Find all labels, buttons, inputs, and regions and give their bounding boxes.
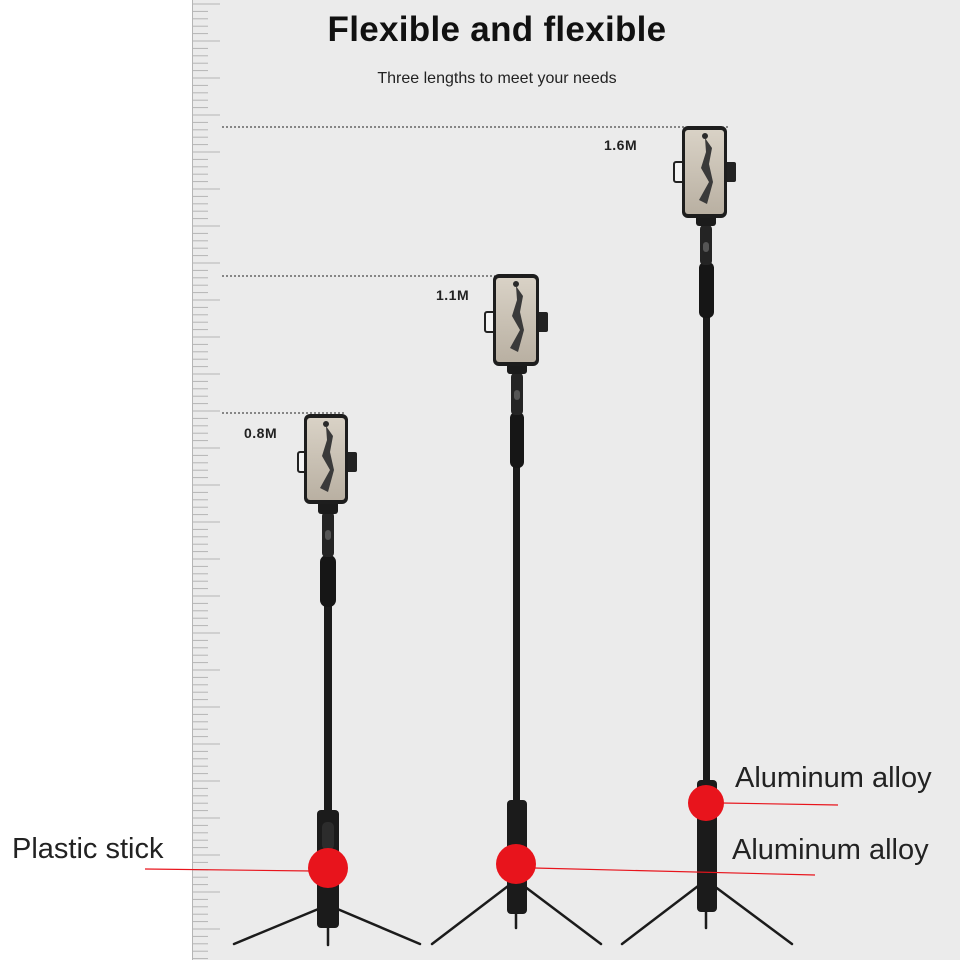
height-label-0-8m: 0.8M [244, 425, 278, 441]
material-label-aluminum-lower: Aluminum alloy [732, 834, 929, 866]
marker-plastic-stick [308, 848, 348, 888]
grip [510, 412, 524, 468]
page-title: Flexible and flexible [327, 10, 667, 49]
selfie-stick-short [232, 414, 422, 947]
marker-aluminum-upper [688, 785, 724, 821]
telescopic-pole [324, 605, 332, 811]
grip [699, 262, 714, 318]
height-label-1-1m: 1.1M [436, 287, 470, 303]
selfie-stick-tall [620, 126, 794, 946]
material-label-plastic: Plastic stick [12, 833, 164, 865]
measuring-ruler [192, 0, 220, 960]
height-label-1-6m: 1.6M [604, 137, 638, 153]
page-subtitle: Three lengths to meet your needs [377, 70, 617, 87]
pointer-line-aluminum-lower [533, 867, 816, 876]
pointer-line-plastic [144, 868, 313, 872]
telescopic-pole [703, 315, 710, 782]
material-label-aluminum-upper: Aluminum alloy [735, 762, 932, 794]
marker-aluminum-lower [496, 844, 536, 884]
pointer-line-aluminum-upper [721, 802, 839, 806]
selfie-stick-medium [430, 274, 603, 946]
telescopic-pole [513, 465, 520, 802]
grip [320, 555, 336, 607]
